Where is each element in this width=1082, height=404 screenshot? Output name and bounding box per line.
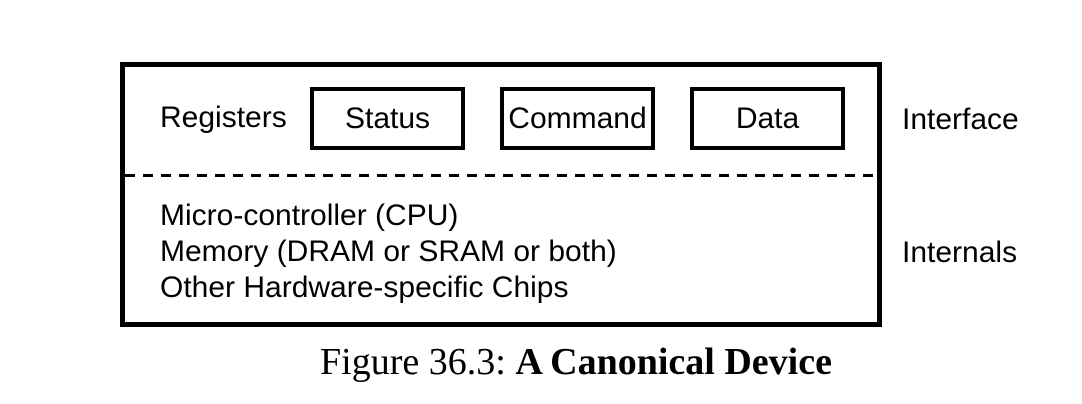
- status-register-label: Status: [344, 101, 431, 135]
- internals-item-memory: Memory (DRAM or SRAM or both): [160, 235, 617, 268]
- interface-internals-divider: [125, 174, 875, 177]
- caption-title: A Canonical Device: [515, 341, 832, 383]
- figure-caption: Figure 36.3: A Canonical Device: [320, 340, 832, 384]
- internals-side-label: Internals: [902, 236, 1018, 269]
- status-register-box: Status: [310, 87, 465, 150]
- command-register-label: Command: [508, 101, 647, 135]
- data-register-label: Data: [735, 101, 800, 135]
- caption-prefix: Figure 36.3:: [320, 341, 506, 383]
- internals-item-microcontroller: Micro-controller (CPU): [160, 199, 459, 232]
- data-register-box: Data: [690, 87, 845, 150]
- registers-label: Registers: [160, 101, 287, 134]
- internals-item-other-chips: Other Hardware-specific Chips: [160, 271, 569, 304]
- internals-list: Micro-controller (CPU) Memory (DRAM or S…: [160, 198, 617, 306]
- command-register-box: Command: [500, 87, 655, 150]
- interface-side-label: Interface: [902, 103, 1019, 136]
- canonical-device-box: Registers Status Command Data Micro-cont…: [120, 62, 882, 327]
